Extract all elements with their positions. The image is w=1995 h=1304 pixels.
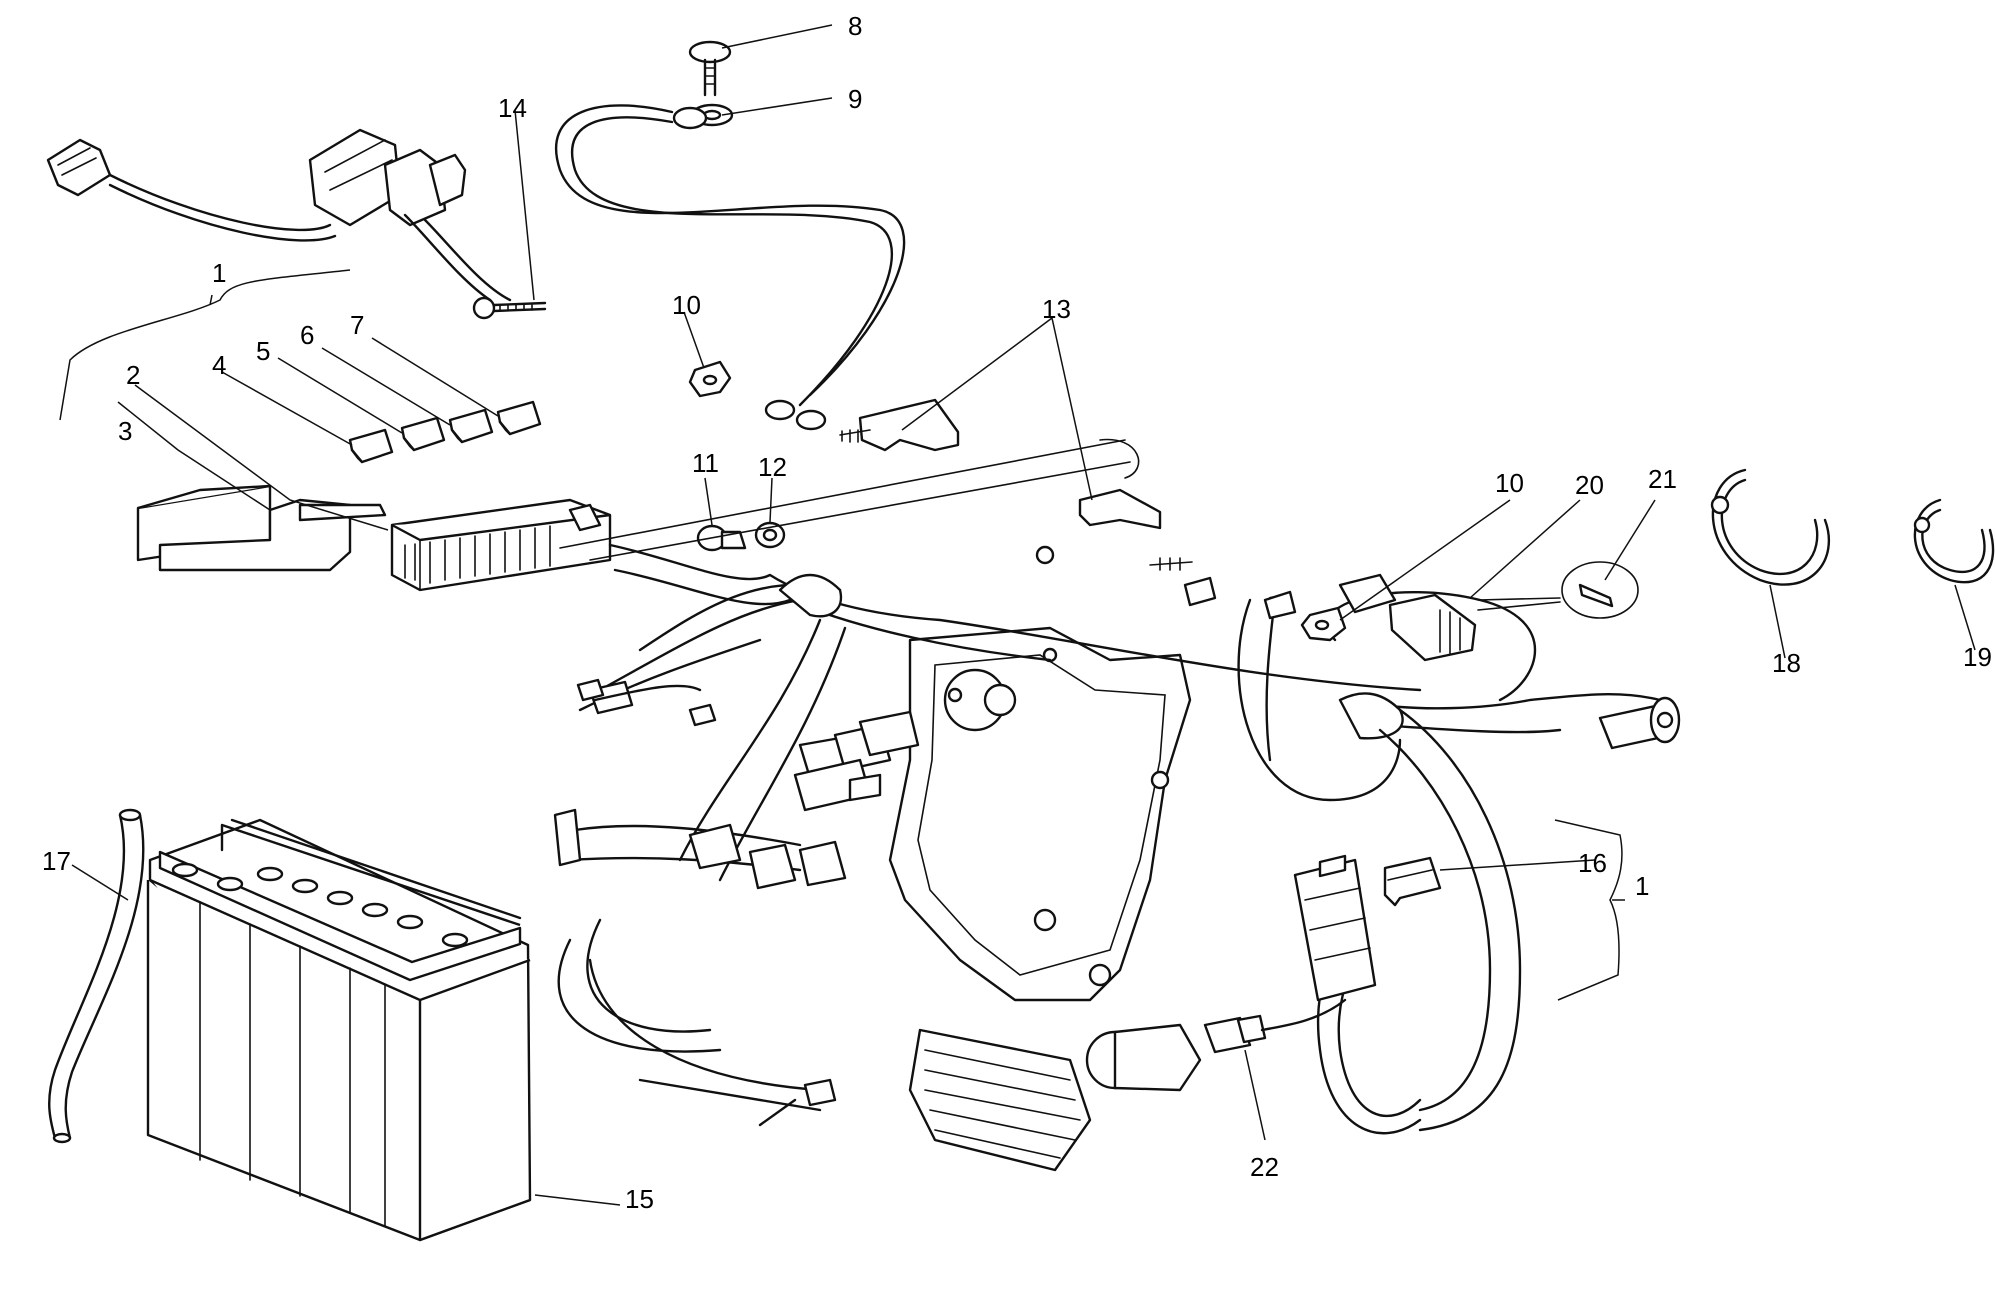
nut-10-left: [688, 360, 732, 398]
clamp-18: [1710, 468, 1831, 586]
callout-15: 15: [625, 1184, 654, 1214]
round-connector: [1598, 696, 1681, 750]
fuse-box: [390, 498, 612, 592]
main-connector: [1293, 854, 1377, 1002]
callout-21: 21: [1648, 464, 1677, 494]
callout-10-left: 10: [672, 290, 701, 320]
callout-8: 8: [848, 11, 862, 41]
connector-20: [1338, 573, 1477, 662]
callout-5: 5: [256, 336, 270, 366]
callout-16: 16: [1578, 848, 1607, 878]
callout-19: 19: [1963, 642, 1992, 672]
callout-12: 12: [758, 452, 787, 482]
callout-2: 2: [126, 360, 140, 390]
fuse-box-slots: [404, 525, 551, 584]
callout-22: 22: [1250, 1152, 1279, 1182]
fuse-set: [348, 400, 542, 464]
callout-1-right: 1: [1635, 871, 1649, 901]
callout-10-right: 10: [1495, 468, 1524, 498]
connector-22: [1203, 998, 1347, 1054]
leader-lines: [71, 24, 1976, 1206]
small-terminals: [576, 576, 1297, 1127]
callout-17: 17: [42, 846, 71, 876]
battery: [146, 818, 532, 1242]
callout-14: 14: [498, 93, 527, 123]
fuse-5: [400, 416, 446, 452]
screw-8: [688, 40, 732, 97]
mounting-frame: [559, 438, 1192, 1002]
screw-14: [472, 296, 547, 320]
fuse-4: [348, 428, 394, 464]
terminal-21-detail: [1477, 561, 1639, 619]
callout-9: 9: [848, 84, 862, 114]
fuse-7: [496, 400, 542, 436]
nut-10-right: [1265, 593, 1347, 762]
battery-vent-tube: [48, 808, 145, 1144]
fuse-box-cover: [136, 484, 387, 572]
callout-11: 11: [692, 448, 719, 478]
fuse-6: [448, 408, 494, 444]
fuse-16: [1383, 856, 1442, 907]
callout-18: 18: [1772, 648, 1801, 678]
callout-labels: 8 9 14 1 10 13 2 4 5 6 7 3 11 12 10 20 2…: [42, 11, 1992, 1214]
multi-pin-connectors: [46, 128, 512, 302]
callout-1-left: 1: [212, 258, 226, 288]
brace-1-right: [1554, 819, 1625, 1001]
brace-1-left: [59, 269, 351, 421]
callout-20: 20: [1575, 470, 1604, 500]
callout-13: 13: [1042, 294, 1071, 324]
voltage-regulator: [908, 1023, 1202, 1172]
clamp-19: [1913, 498, 1995, 584]
callout-3: 3: [118, 416, 132, 446]
battery-terminals: [171, 862, 469, 948]
callout-7: 7: [350, 310, 364, 340]
callout-4: 4: [212, 350, 226, 380]
relays: [553, 680, 920, 890]
ground-cable: [554, 40, 906, 431]
callout-6: 6: [300, 320, 314, 350]
